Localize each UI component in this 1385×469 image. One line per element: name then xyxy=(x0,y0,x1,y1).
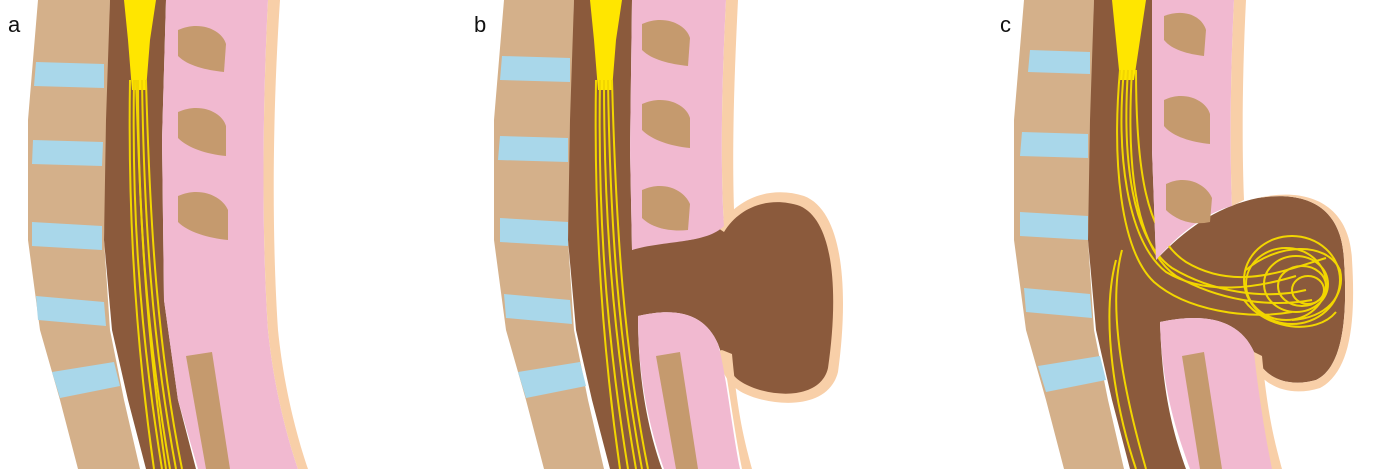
intervertebral-disc xyxy=(32,222,102,250)
panel-label: a xyxy=(8,14,20,36)
panel-c-illustration xyxy=(996,0,1385,469)
panel-label: b xyxy=(474,14,486,36)
panel-label: c xyxy=(1000,14,1011,36)
skin xyxy=(1231,0,1246,206)
intervertebral-disc xyxy=(500,56,570,82)
intervertebral-disc xyxy=(1028,50,1090,74)
intervertebral-disc xyxy=(32,140,103,166)
paraspinal-muscle xyxy=(162,0,298,469)
panel-a-illustration xyxy=(0,0,420,469)
panel-a: a xyxy=(0,0,420,469)
intervertebral-disc xyxy=(498,136,568,162)
intervertebral-disc xyxy=(34,62,104,88)
panel-c: c xyxy=(996,0,1385,469)
intervertebral-disc xyxy=(500,218,568,246)
intervertebral-disc xyxy=(1020,132,1088,158)
panel-b-illustration xyxy=(470,0,890,469)
intervertebral-disc xyxy=(1020,212,1088,240)
panel-b: b xyxy=(470,0,890,469)
